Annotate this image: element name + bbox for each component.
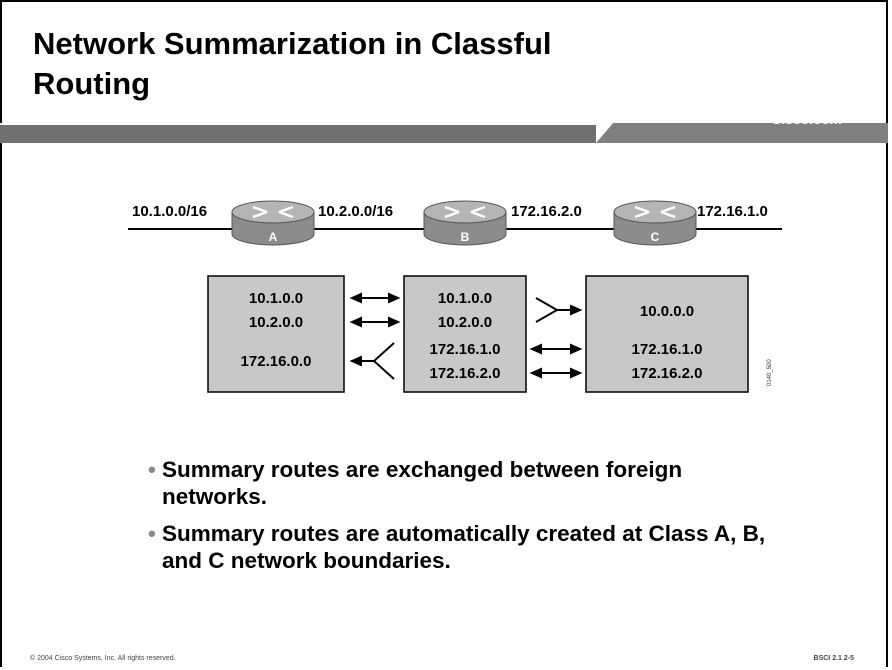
bullet-dot-icon: • [148,521,156,546]
bidirectional-arrow-icon [529,367,583,379]
bidirectional-arrow-icon [349,292,401,304]
figure-id: 0140_500 [767,359,773,386]
router-arrows-icon [252,205,294,219]
table-c-entry: 10.0.0.0 [640,303,694,320]
copyright-footer: © 2004 Cisco Systems, Inc. All rights re… [30,655,176,662]
router-label-b: B [461,230,470,244]
table-b-entry: 10.1.0.0 [438,290,492,307]
course-page-footer: BSCI 2.1 2-5 [813,655,854,662]
bullet-list: •Summary routes are exchanged between fo… [148,456,788,584]
router-b: B [423,200,507,246]
bidirectional-arrow-icon [529,343,583,355]
routing-table-c [585,275,749,393]
bullet-dot-icon: • [148,457,156,482]
summary-arrow-icon [535,297,583,323]
routing-table-b [403,275,527,393]
routing-table-a [207,275,345,393]
link-label-3: 172.16.2.0 [511,203,582,220]
table-c-entry: 172.16.1.0 [632,341,703,358]
bidirectional-arrow-icon [349,316,401,328]
bullet-item: •Summary routes are automatically create… [148,520,788,574]
bullet-text: Summary routes are automatically created… [162,521,766,573]
router-label-c: C [651,230,660,244]
table-a-entry: 172.16.0.0 [241,353,312,370]
router-a: A [231,200,315,246]
router-c: C [613,200,697,246]
bullet-text: Summary routes are exchanged between for… [162,457,683,509]
slide-title: Network Summarization in Classful Routin… [33,26,552,101]
table-a-entry: 10.2.0.0 [249,314,303,331]
router-arrows-icon [444,205,486,219]
cisco-brand: Cisco.com [771,111,842,127]
router-arrows-icon [634,205,676,219]
link-label-2: 10.2.0.0/16 [318,203,393,220]
bullet-item: •Summary routes are exchanged between fo… [148,456,788,510]
table-b-entry: 10.2.0.0 [438,314,492,331]
table-c-entry: 172.16.2.0 [632,365,703,382]
link-label-1: 10.1.0.0/16 [132,203,207,220]
table-b-entry: 172.16.2.0 [430,365,501,382]
link-label-4: 172.16.1.0 [697,203,768,220]
table-b-entry: 172.16.1.0 [430,341,501,358]
header-band [0,123,888,143]
table-a-entry: 10.1.0.0 [249,290,303,307]
router-label-a: A [269,230,278,244]
summary-arrow-icon [349,342,395,380]
